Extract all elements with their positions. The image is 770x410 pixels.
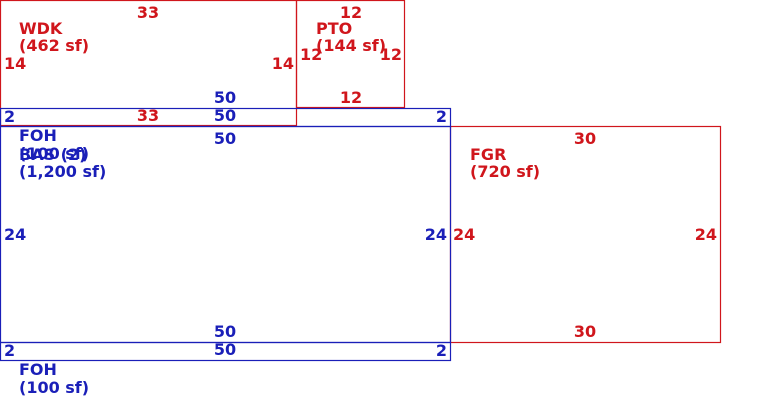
pto-left-dim: 12 (300, 45, 322, 64)
pto-top-dim: 12 (340, 3, 362, 22)
wdk-right-dim: 14 (272, 54, 294, 73)
wdk-top-dim: 33 (137, 3, 159, 22)
fgr-bottom-dim: 30 (574, 322, 596, 341)
pto-code-label: PTO (316, 19, 352, 38)
foh-top-bottom-dim: 50 (214, 106, 236, 125)
bas-left-dim: 24 (4, 225, 26, 244)
fgr-left-dim: 24 (453, 225, 475, 244)
wdk-code-label: WDK (19, 19, 63, 38)
wdk-area-label: (462 sf) (19, 36, 89, 55)
bas-bottom-dim: 50 (214, 322, 236, 341)
foh-top-right-dim: 2 (436, 107, 447, 126)
fgr-top-dim: 30 (574, 129, 596, 148)
foh-bottom-area-label: (100 sf) (19, 378, 89, 397)
pto-right-dim: 12 (380, 45, 402, 64)
foh-bottom-top-dim: 50 (214, 340, 236, 359)
foh-top-left-dim: 2 (4, 107, 15, 126)
wdk-left-dim: 14 (4, 54, 26, 73)
fgr-right-dim: 24 (695, 225, 717, 244)
fgr-area-label: (720 sf) (470, 162, 540, 181)
foh-top-code-label: FOH (19, 126, 57, 145)
bas-top-dim: 50 (214, 129, 236, 148)
pto-area-label: (144 sf) (316, 36, 386, 55)
foh-bottom-right-dim: 2 (436, 341, 447, 360)
fgr-code-label: FGR (470, 145, 506, 164)
foh-top-top-dim: 50 (214, 88, 236, 107)
foh-top-area-label: (100 sf) (19, 144, 89, 163)
foh-bottom-outline (0, 341, 452, 362)
wdk-bottom-dim: 33 (137, 106, 159, 125)
foh-bottom-code-label: FOH (19, 360, 57, 379)
bas-area-label: (1,200 sf) (19, 162, 106, 181)
bas-code-label: BAS (2) (19, 145, 86, 164)
foh-bottom-left-dim: 2 (4, 341, 15, 360)
foh-top-outline (0, 107, 452, 128)
pto-outline (295, 0, 406, 109)
bas-right-dim: 24 (425, 225, 447, 244)
pto-bottom-dim: 12 (340, 88, 362, 107)
